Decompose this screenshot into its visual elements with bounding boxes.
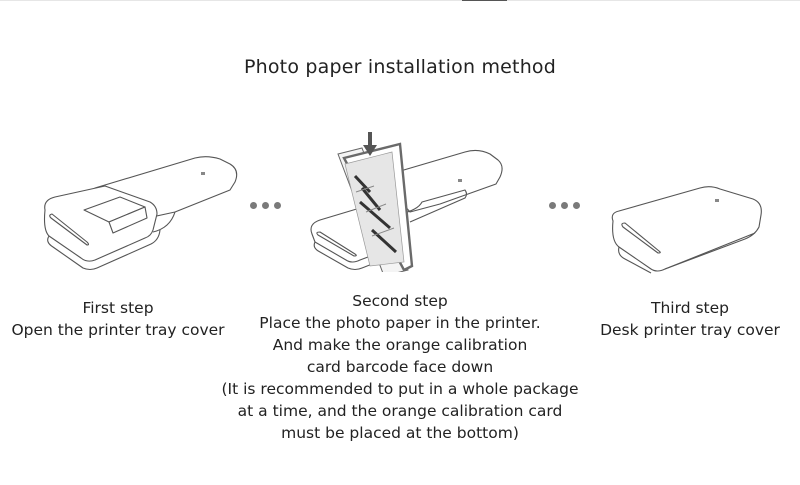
step-heading: Third step <box>651 299 729 317</box>
step-description: Place the photo paper in the printer. <box>259 314 541 332</box>
step-3: Third step Desk printer tray cover <box>590 297 790 341</box>
step-2: Second step Place the photo paper in the… <box>200 290 600 444</box>
dot <box>573 202 580 209</box>
page-title: Photo paper installation method <box>243 56 557 78</box>
top-border-accent <box>462 0 507 1</box>
ellipsis-dots-icon <box>250 202 281 209</box>
step-description: card barcode face down <box>306 358 494 376</box>
dot <box>262 202 269 209</box>
down-arrow-icon <box>363 132 377 156</box>
printer-closed-icon <box>611 186 762 274</box>
top-border <box>0 0 800 1</box>
insert-photo-paper-icon <box>310 132 503 272</box>
dot <box>250 202 257 209</box>
step-heading: First step <box>82 299 154 317</box>
step-1: First step Open the printer tray cover <box>0 297 236 341</box>
dot <box>561 202 568 209</box>
step-description: Open the printer tray cover <box>11 321 225 339</box>
logo-mark <box>458 179 462 182</box>
logo-mark <box>715 199 719 202</box>
photo-paper-stack <box>337 142 414 272</box>
dot <box>274 202 281 209</box>
dot <box>549 202 556 209</box>
step-heading: Second step <box>352 292 448 310</box>
step-note: (It is recommended to put in a whole pac… <box>221 380 579 398</box>
logo-mark <box>201 172 205 175</box>
ellipsis-dots-icon <box>549 202 580 209</box>
printer-tray-open-icon <box>43 156 238 271</box>
step-note: at a time, and the orange calibration ca… <box>237 402 563 420</box>
step-note: must be placed at the bottom) <box>281 424 519 442</box>
step-description: And make the orange calibration <box>272 336 528 354</box>
step-description: Desk printer tray cover <box>600 321 780 339</box>
